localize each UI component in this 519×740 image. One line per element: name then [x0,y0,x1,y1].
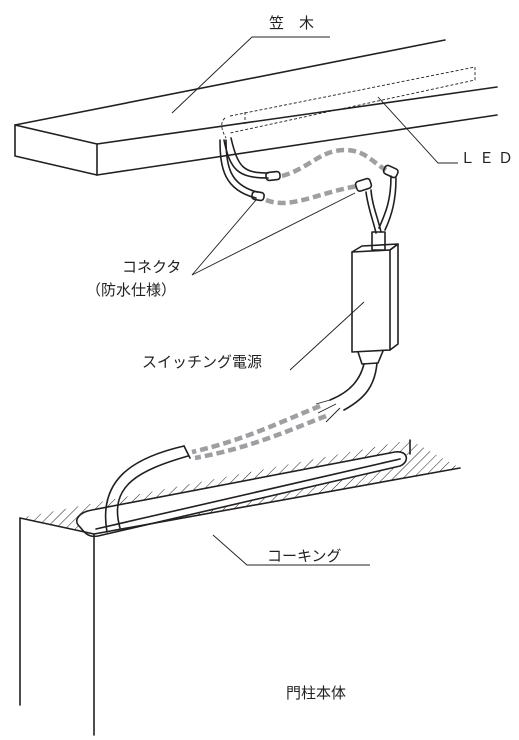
pillar [19,439,461,736]
switching-power-supply [351,243,399,365]
label-led: ＬＥＤ [460,149,518,167]
label-caulking: コーキング [267,547,342,565]
power-output-cable [191,362,378,461]
label-pillar-body: 門柱本体 [286,684,347,702]
label-kasagi: 笠 木 [269,14,315,32]
led-cables [219,137,399,251]
label-connector: コネクタ [122,258,182,276]
label-waterproof: （防水仕様） [86,281,177,299]
label-power-supply: スイッチング電源 [142,353,263,371]
top-rail [14,39,498,176]
leader-lines [171,36,458,566]
